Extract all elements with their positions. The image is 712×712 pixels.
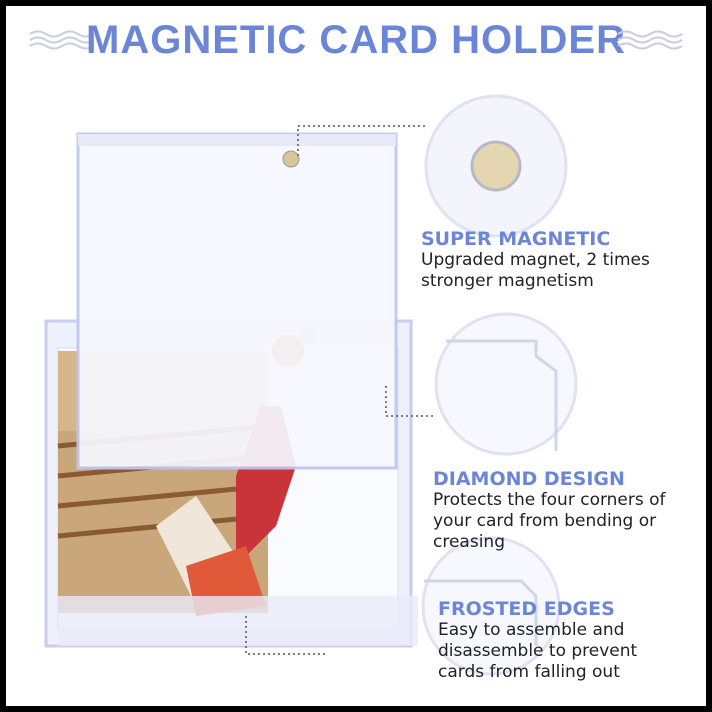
wave-decoration-icon: [617, 30, 683, 50]
holder-lid: [76, 132, 398, 470]
corner-detail: [434, 312, 578, 456]
feature-description-line: Upgraded magnet, 2 times: [421, 250, 650, 270]
feature-description-line: disassemble to prevent: [438, 641, 638, 661]
edge-detail: [421, 536, 561, 676]
feature-description-line: creasing: [433, 532, 505, 552]
feature-description-line: cards from falling out: [438, 662, 620, 682]
feature-super-magnetic: SUPER MAGNETIC Upgraded magnet, 2 times …: [421, 228, 650, 292]
feature-description-line: Protects the four corners of: [433, 490, 666, 510]
feature-heading: DIAMOND DESIGN: [433, 468, 625, 490]
feature-heading: FROSTED EDGES: [438, 598, 615, 620]
card-holder-illustration: [44, 94, 578, 676]
feature-description-line: Easy to assemble and: [438, 620, 625, 640]
product-infographic: MAGNETIC CARD HOLDER: [6, 6, 706, 706]
feature-description-line: stronger magnetism: [421, 271, 594, 291]
magnet-detail: [424, 94, 568, 238]
page-title: MAGNETIC CARD HOLDER: [86, 18, 626, 62]
callout-lines: [245, 125, 436, 655]
feature-frosted-edges: FROSTED EDGES Easy to assemble and disas…: [438, 598, 637, 683]
feature-heading: SUPER MAGNETIC: [421, 228, 611, 250]
feature-diamond-design: DIAMOND DESIGN Protects the four corners…: [433, 468, 666, 553]
feature-description-line: your card from bending or: [433, 511, 657, 531]
wave-decoration-icon: [29, 30, 95, 50]
